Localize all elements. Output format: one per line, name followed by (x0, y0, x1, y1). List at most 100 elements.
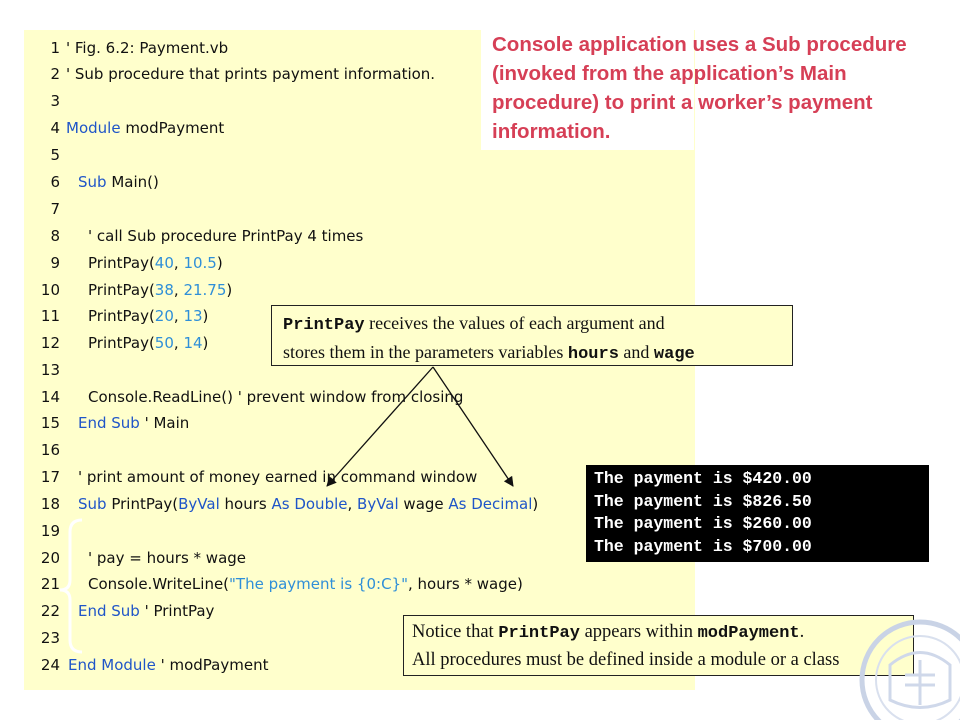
keyword-token: End Module (68, 656, 156, 674)
keyword-token: Module (66, 119, 121, 137)
code-token: , (173, 334, 184, 352)
number-literal: 21.75 (183, 281, 227, 299)
code-line: 13 (24, 357, 62, 383)
keyword-token: ByVal (178, 495, 220, 513)
callout-text: receives the values of each argument and (364, 313, 665, 333)
keyword-token: End Sub (78, 602, 140, 620)
printpay-callout: PrintPay receives the values of each arg… (271, 305, 793, 366)
callout-text: appears within (579, 622, 698, 642)
callout-text: Notice that (412, 622, 499, 642)
line-number: 16 (40, 441, 60, 459)
code-text: PrintPay(38, 21.75) (88, 281, 232, 299)
line-number: 7 (50, 200, 60, 218)
code-line: 7 (24, 196, 62, 222)
line-number: 13 (40, 361, 60, 379)
code-token: ' Sub procedure that prints payment info… (66, 65, 436, 83)
code-line: 3 (24, 88, 62, 114)
code-text: ' Sub procedure that prints payment info… (66, 65, 435, 83)
code-token: , hours * wage) (408, 575, 523, 593)
code-token: PrintPay( (88, 307, 155, 325)
keyword-token: As Double (271, 495, 348, 513)
callout-text: . (799, 622, 805, 642)
code-line: 12 PrintPay(50, 14) (24, 330, 208, 356)
code-token: , (173, 254, 184, 272)
code-text: End Sub ' PrintPay (78, 602, 214, 620)
code-token: ) (202, 307, 209, 325)
output-line: The payment is $700.00 (594, 536, 812, 556)
code-text: Module modPayment (66, 119, 224, 137)
keyword-token: As Decimal (448, 495, 533, 513)
code-token: ' call Sub procedure PrintPay 4 times (88, 227, 364, 245)
line-number: 23 (40, 629, 60, 647)
code-text: Console.ReadLine() ' prevent window from… (88, 388, 463, 406)
line-number: 5 (50, 146, 60, 164)
callout-text: stores them in the parameters variables (283, 342, 568, 362)
number-literal: 38 (154, 281, 174, 299)
code-line: 20 ' pay = hours * wage (24, 545, 246, 571)
line-number: 21 (40, 575, 60, 593)
line-number: 12 (40, 334, 60, 352)
code-token: PrintPay( (88, 254, 155, 272)
code-line: 22 End Sub ' PrintPay (24, 598, 215, 624)
line-number: 22 (40, 602, 60, 620)
output-line: The payment is $260.00 (594, 514, 812, 533)
code-hours: hours (567, 345, 619, 364)
code-line: 17' print amount of money earned in comm… (24, 464, 477, 490)
code-token: ' Main (139, 414, 190, 432)
callout-text: and (618, 342, 654, 362)
title-backdrop (481, 27, 694, 150)
code-token: modPayment (120, 119, 225, 137)
code-token: PrintPay( (88, 334, 155, 352)
code-text: End Module ' modPayment (68, 656, 268, 674)
code-text: PrintPay(50, 14) (88, 334, 208, 352)
printpay-callout-line1: PrintPay receives the values of each arg… (283, 310, 784, 339)
code-text: Sub PrintPay(ByVal hours As Double, ByVa… (78, 495, 538, 513)
code-text: PrintPay(20, 13) (88, 307, 208, 325)
code-line: 23 (24, 625, 62, 651)
code-text: End Sub ' Main (78, 414, 189, 432)
code-token: , (173, 281, 184, 299)
line-number: 20 (40, 549, 60, 567)
code-token: PrintPay( (106, 495, 179, 513)
code-token: hours (219, 495, 272, 513)
code-token: ) (532, 495, 539, 513)
line-number: 2 (50, 65, 60, 83)
code-token: ' Fig. 6.2: Payment.vb (66, 39, 229, 57)
console-output: The payment is $420.00 The payment is $8… (586, 465, 929, 562)
code-token: , (347, 495, 358, 513)
code-line: 15 End Sub ' Main (24, 410, 189, 436)
module-callout-line2: All procedures must be defined inside a … (412, 650, 840, 670)
code-token: ' print amount of money earned in comman… (78, 468, 478, 486)
code-token: ' pay = hours * wage (88, 549, 247, 567)
code-modpayment: modPayment (697, 624, 800, 643)
code-token: ' PrintPay (139, 602, 215, 620)
number-literal: 13 (183, 307, 203, 325)
code-token: Main() (106, 173, 159, 191)
slide-title: Console application uses a Sub procedure… (492, 33, 907, 143)
code-printpay: PrintPay (498, 624, 580, 643)
line-number: 8 (50, 227, 60, 245)
number-literal: 10.5 (183, 254, 217, 272)
number-literal: 14 (183, 334, 203, 352)
code-text: ' call Sub procedure PrintPay 4 times (88, 227, 363, 245)
output-line: The payment is $826.50 (594, 491, 812, 511)
code-line: 19 (24, 518, 62, 544)
string-literal: "The payment is {0:C}" (229, 575, 408, 593)
number-literal: 20 (154, 307, 174, 325)
line-number: 15 (40, 414, 60, 432)
code-text: PrintPay(40, 10.5) (88, 254, 223, 272)
output-line: The payment is $420.00 (594, 469, 812, 488)
line-number: 6 (50, 173, 60, 191)
code-text: ' pay = hours * wage (88, 549, 246, 567)
code-printpay: PrintPay (283, 316, 365, 335)
code-wage: wage (653, 345, 695, 364)
code-text: ' Fig. 6.2: Payment.vb (66, 39, 228, 57)
module-callout-line1: Notice that PrintPay appears within modP… (412, 619, 906, 647)
code-token: ' modPayment (155, 656, 269, 674)
keyword-token: Sub (78, 495, 107, 513)
line-number: 18 (40, 495, 60, 513)
